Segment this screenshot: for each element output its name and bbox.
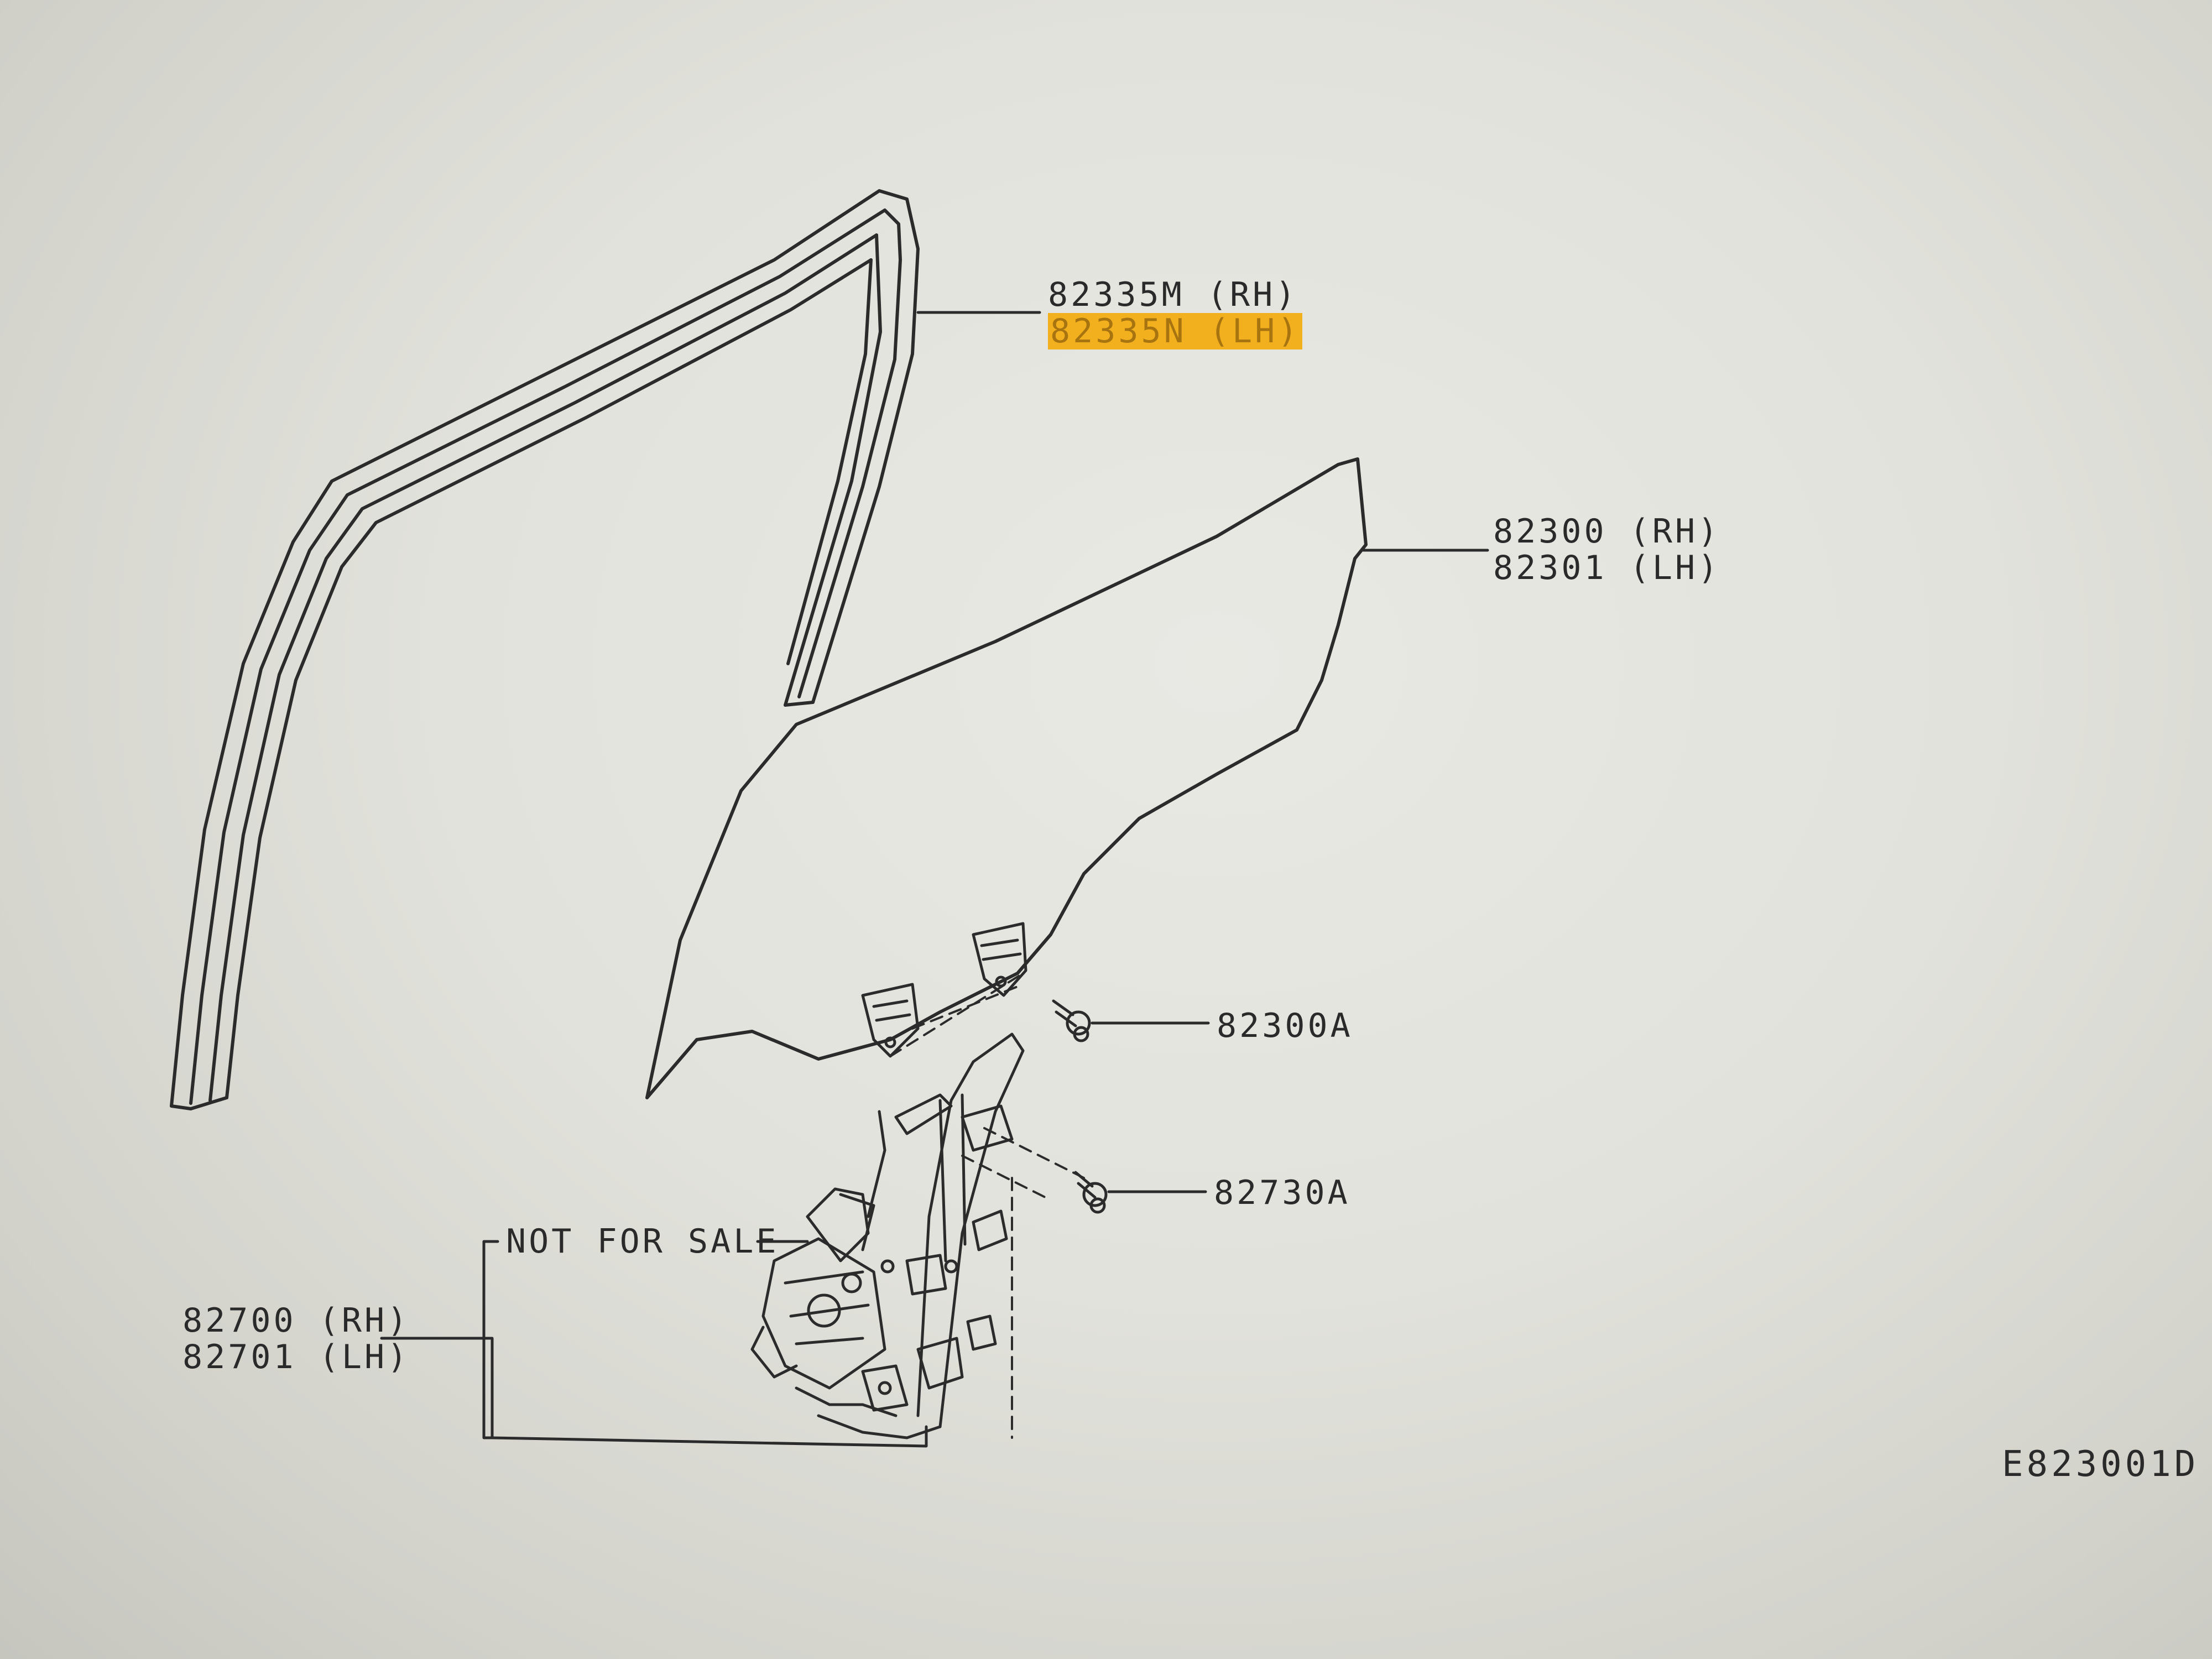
window-sash-seal [170,189,920,1110]
glass-bolt [1052,999,1091,1042]
sash-seal-lh-highlight: 82335N (LH) [1048,312,1303,351]
sash-seal-lh-wrap: 82335N (LH) [1048,312,1303,351]
catalog-code: E823001D [2002,1444,2199,1485]
door-glass-rh: 82300 (RH) [1493,512,1721,551]
door-glass [645,457,1368,1099]
regulator-bolt [1074,1171,1108,1214]
glass-bracket-left [861,983,920,1058]
regulator-bolt-number: 82730A [1214,1173,1350,1212]
label-glass-bolt: 82300A [1217,1008,1353,1044]
glass-bolt-number: 82300A [1217,1006,1353,1045]
glass-bracket-right [972,922,1027,997]
label-not-for-sale: NOT FOR SALE [506,1223,779,1260]
not-for-sale-bracket [380,1240,928,1448]
regulator-rh: 82700 (RH) [182,1301,410,1340]
not-for-sale-text: NOT FOR SALE [506,1222,779,1261]
window-regulator [750,1032,1025,1439]
regulator-lh: 82701 (LH) [182,1338,410,1376]
door-glass-lh: 82301 (LH) [1493,549,1721,587]
label-sash-seal: 82335M (RH) 82335N (LH) [1048,275,1303,351]
sash-seal-lh: 82335N (LH) [1050,312,1301,351]
label-door-glass: 82300 (RH) 82301 (LH) [1493,513,1720,586]
label-regulator: 82700 (RH) 82701 (LH) [182,1302,410,1375]
assembly-dashed-lines [889,972,1085,1439]
label-regulator-bolt: 82730A [1214,1175,1350,1211]
sash-seal-rh: 82335M (RH) [1048,275,1298,314]
